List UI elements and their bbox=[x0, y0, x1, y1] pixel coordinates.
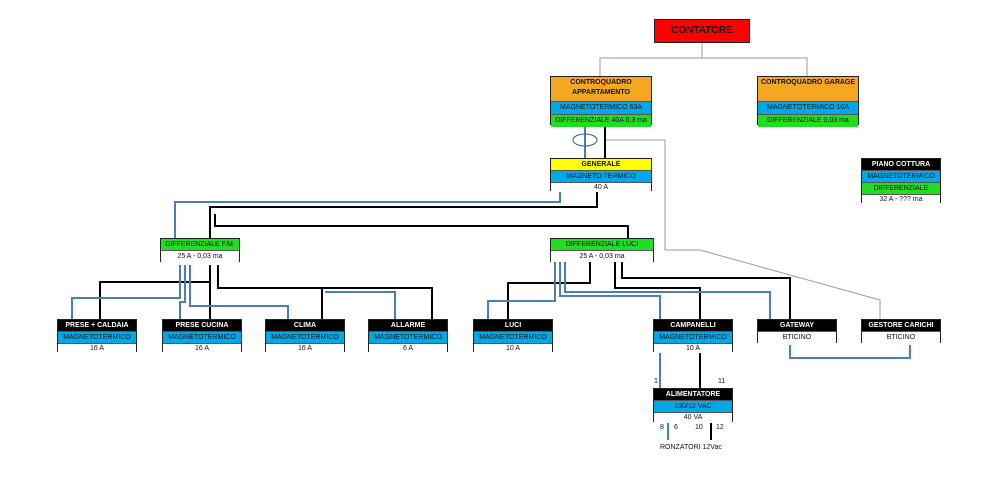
prese-cucina-rating: 16 A bbox=[163, 344, 241, 353]
luci-rating: 10 A bbox=[474, 344, 552, 353]
prese-caldaia-title: PRESE + CALDAIA bbox=[58, 320, 136, 332]
grey-wires bbox=[599, 43, 881, 320]
campanelli-title: CAMPANELLI bbox=[654, 320, 732, 332]
campanelli-rating: 10 A bbox=[654, 344, 732, 353]
current-sensor-ring bbox=[572, 133, 598, 147]
differenziale-luci-title: DIFFERENZIALE LUCI bbox=[551, 239, 653, 251]
allarme-box: ALLARME MAGNETOTERMICO 6 A bbox=[368, 319, 448, 353]
controquadro-garage-box: CONTROQUADRO GARAGE MAGNETOTERMICO 10A D… bbox=[757, 76, 859, 127]
piano-cottura-magnetotermico: MAGNETOTERMICO bbox=[862, 171, 940, 183]
pin-label: 10 bbox=[695, 424, 703, 431]
clima-magnetotermico: MAGNETOTERMICO bbox=[266, 332, 344, 344]
clima-box: CLIMA MAGNETOTERMICO 16 A bbox=[265, 319, 345, 353]
pin-label: 12 bbox=[716, 424, 724, 431]
prese-caldaia-rating: 16 A bbox=[58, 344, 136, 353]
gestore-carichi-box: GESTORE CARICHI BTICINO bbox=[861, 319, 941, 343]
pin-label: 6 bbox=[674, 424, 678, 431]
alimentatore-power: 40 VA bbox=[654, 413, 732, 423]
controquadro-garage-differenziale: DIFFERENZIALE 0,03 ma bbox=[758, 115, 858, 127]
generale-title: GENERALE bbox=[551, 159, 651, 171]
differenziale-fm-title: DIFFERENZIALE F.M. bbox=[161, 239, 239, 251]
blue-wires bbox=[71, 125, 911, 440]
controquadro-appartamento-box: CONTROQUADRO APPARTAMENTO MAGNETOTERMICO… bbox=[550, 76, 652, 127]
luci-title: LUCI bbox=[474, 320, 552, 332]
piano-cottura-title: PIANO COTTURA bbox=[862, 159, 940, 171]
prese-caldaia-magnetotermico: MAGNETOTERMICO bbox=[58, 332, 136, 344]
gateway-title: GATEWAY bbox=[758, 320, 836, 332]
generale-magnetotermico: MAGNETO TERMICO bbox=[551, 171, 651, 183]
generale-box: GENERALE MAGNETO TERMICO 40 A bbox=[550, 158, 652, 192]
prese-caldaia-box: PRESE + CALDAIA MAGNETOTERMICO 16 A bbox=[57, 319, 137, 353]
gateway-box: GATEWAY BTICINO bbox=[757, 319, 837, 343]
luci-magnetotermico: MAGNETOTERMICO bbox=[474, 332, 552, 344]
controquadro-garage-title: CONTROQUADRO GARAGE bbox=[758, 77, 858, 102]
generale-rating: 40 A bbox=[551, 183, 651, 192]
alimentatore-voltage: 230/12 VAC bbox=[654, 401, 732, 413]
controquadro-garage-magnetotermico: MAGNETOTERMICO 10A bbox=[758, 102, 858, 115]
controquadro-appartamento-magnetotermico: MAGNETOTERMICO 63A bbox=[551, 102, 651, 115]
piano-cottura-rating: 32 A - ??? ma bbox=[862, 195, 940, 205]
gateway-brand: BTICINO bbox=[758, 332, 836, 343]
contatore-title: CONTATORE bbox=[655, 20, 749, 42]
differenziale-luci-box: DIFFERENZIALE LUCI 25 A - 0,03 ma bbox=[550, 238, 654, 262]
luci-box: LUCI MAGNETOTERMICO 10 A bbox=[473, 319, 553, 353]
campanelli-magnetotermico: MAGNETOTERMICO bbox=[654, 332, 732, 344]
prese-cucina-title: PRESE CUCINA bbox=[163, 320, 241, 332]
pin-label: 8 bbox=[660, 424, 664, 431]
gestore-carichi-title: GESTORE CARICHI bbox=[862, 320, 940, 332]
alimentatore-box: ALIMENTATORE 230/12 VAC 40 VA bbox=[653, 388, 733, 423]
differenziale-luci-rating: 25 A - 0,03 ma bbox=[551, 251, 653, 262]
black-wires bbox=[99, 125, 791, 440]
campanelli-box: CAMPANELLI MAGNETOTERMICO 10 A bbox=[653, 319, 733, 353]
alimentatore-title: ALIMENTATORE bbox=[654, 389, 732, 401]
gestore-carichi-brand: BTICINO bbox=[862, 332, 940, 343]
clima-title: CLIMA bbox=[266, 320, 344, 332]
allarme-title: ALLARME bbox=[369, 320, 447, 332]
ronzatori-label: RONZATORI 12Vac bbox=[660, 444, 722, 451]
controquadro-appartamento-title: CONTROQUADRO APPARTAMENTO bbox=[551, 77, 651, 102]
prese-cucina-magnetotermico: MAGNETOTERMICO bbox=[163, 332, 241, 344]
differenziale-fm-rating: 25 A - 0,03 ma bbox=[161, 251, 239, 262]
piano-cottura-differenziale: DIFFERENZIALE bbox=[862, 183, 940, 195]
allarme-rating: 6 A bbox=[369, 344, 447, 353]
clima-rating: 16 A bbox=[266, 344, 344, 353]
piano-cottura-box: PIANO COTTURA MAGNETOTERMICO DIFFERENZIA… bbox=[861, 158, 941, 205]
differenziale-fm-box: DIFFERENZIALE F.M. 25 A - 0,03 ma bbox=[160, 238, 240, 262]
pin-label: 11 bbox=[718, 378, 726, 385]
allarme-magnetotermico: MAGNETOTERMICO bbox=[369, 332, 447, 344]
pin-label: 1 bbox=[654, 378, 658, 385]
contatore-box: CONTATORE bbox=[654, 19, 750, 43]
controquadro-appartamento-differenziale: DIFFERENZIALE 40A 0,3 ma bbox=[551, 115, 651, 127]
prese-cucina-box: PRESE CUCINA MAGNETOTERMICO 16 A bbox=[162, 319, 242, 353]
